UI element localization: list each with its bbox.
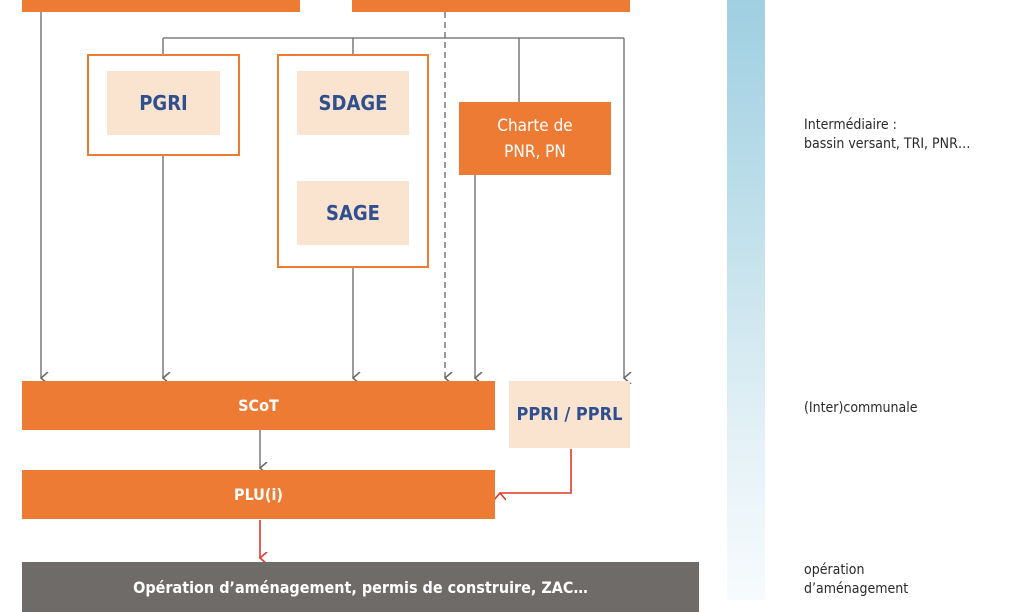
ppri-pprl-box: PPRI / PPRL [509, 381, 630, 448]
operation-bar: Opération d’aménagement, permis de const… [22, 562, 699, 612]
sdage-box: SDAGE [297, 71, 409, 135]
scale-gradient-bar [727, 0, 765, 600]
level-intermediate-line1: Intermédiaire : [804, 117, 897, 133]
top-box-right [352, 0, 630, 12]
pgri-box: PGRI [107, 71, 220, 135]
scot-box: SCoT [22, 381, 495, 430]
charte-line2: PNR, PN [504, 141, 566, 162]
level-operation: opération d’aménagement [804, 561, 908, 599]
sage-box: SAGE [297, 181, 409, 245]
level-operation-line2: d’aménagement [804, 581, 909, 597]
level-communal: (Inter)communale [804, 400, 918, 416]
level-intermediate-line2: bassin versant, TRI, PNR… [804, 136, 971, 152]
charte-pnr-box: Charte de PNR, PN [459, 102, 611, 175]
charte-line1: Charte de [497, 115, 573, 136]
level-intermediate: Intermédiaire : bassin versant, TRI, PNR… [804, 116, 970, 154]
level-operation-line1: opération [804, 562, 865, 578]
top-box-left [22, 0, 300, 12]
plu-box: PLU(i) [22, 470, 495, 519]
